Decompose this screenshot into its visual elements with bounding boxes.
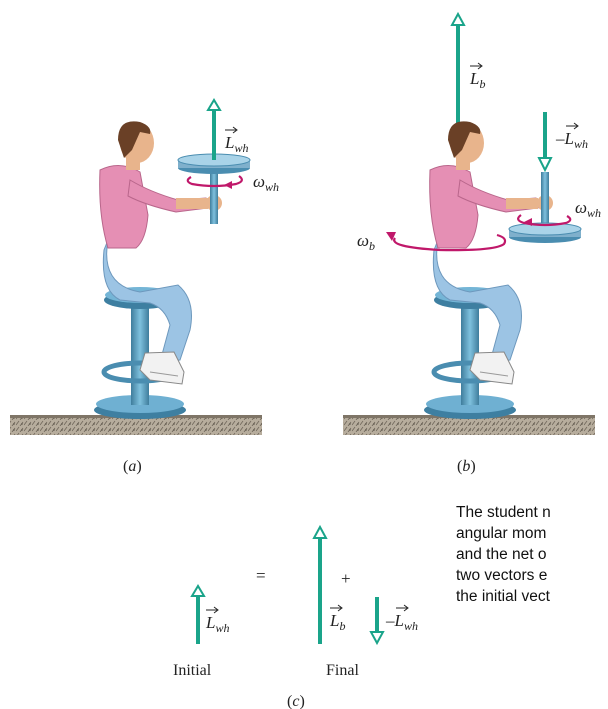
vector-lb-b <box>452 14 464 130</box>
caption-c: (c) <box>287 693 305 709</box>
panel-b: Lb <box>343 14 601 475</box>
vector-initial-c <box>192 586 204 644</box>
person-b <box>430 121 553 384</box>
label-lwh-a: Lwh <box>224 133 248 155</box>
final-label: Final <box>326 662 359 679</box>
vector-neg-lwh-b <box>539 112 551 170</box>
plus-sign: + <box>341 569 351 588</box>
panel-a: Lwh ωwh (a) <box>10 100 279 475</box>
label-omega-wh-a: ωwh <box>253 172 279 194</box>
caption-a: (a) <box>123 458 142 475</box>
label-neg-lwh-b: –Lwh <box>555 129 588 151</box>
floor-b <box>343 417 595 435</box>
label-omega-b: ωb <box>357 231 375 253</box>
equals-sign: = <box>256 566 266 585</box>
label-lb-b: Lb <box>469 69 485 91</box>
floor-a <box>10 417 262 435</box>
wheel-a <box>178 154 250 224</box>
panel-c: Lwh = Lb + –Lwh Initial Final (c) <box>173 527 418 709</box>
caption-b: (b) <box>457 458 476 475</box>
label-omega-wh-b: ωwh <box>575 198 601 220</box>
vector-final-neg-lwh-c <box>371 597 383 643</box>
vector-lwh-a <box>208 100 220 160</box>
label-initial-lwh-c: Lwh <box>205 613 229 635</box>
label-final-neg-lwh-c: –Lwh <box>385 611 418 633</box>
label-final-lb-c: Lb <box>329 611 345 633</box>
vector-final-lb-c <box>314 527 326 644</box>
initial-label: Initial <box>173 662 212 679</box>
explanation-note: The student n angular mom and the net o … <box>446 492 608 600</box>
